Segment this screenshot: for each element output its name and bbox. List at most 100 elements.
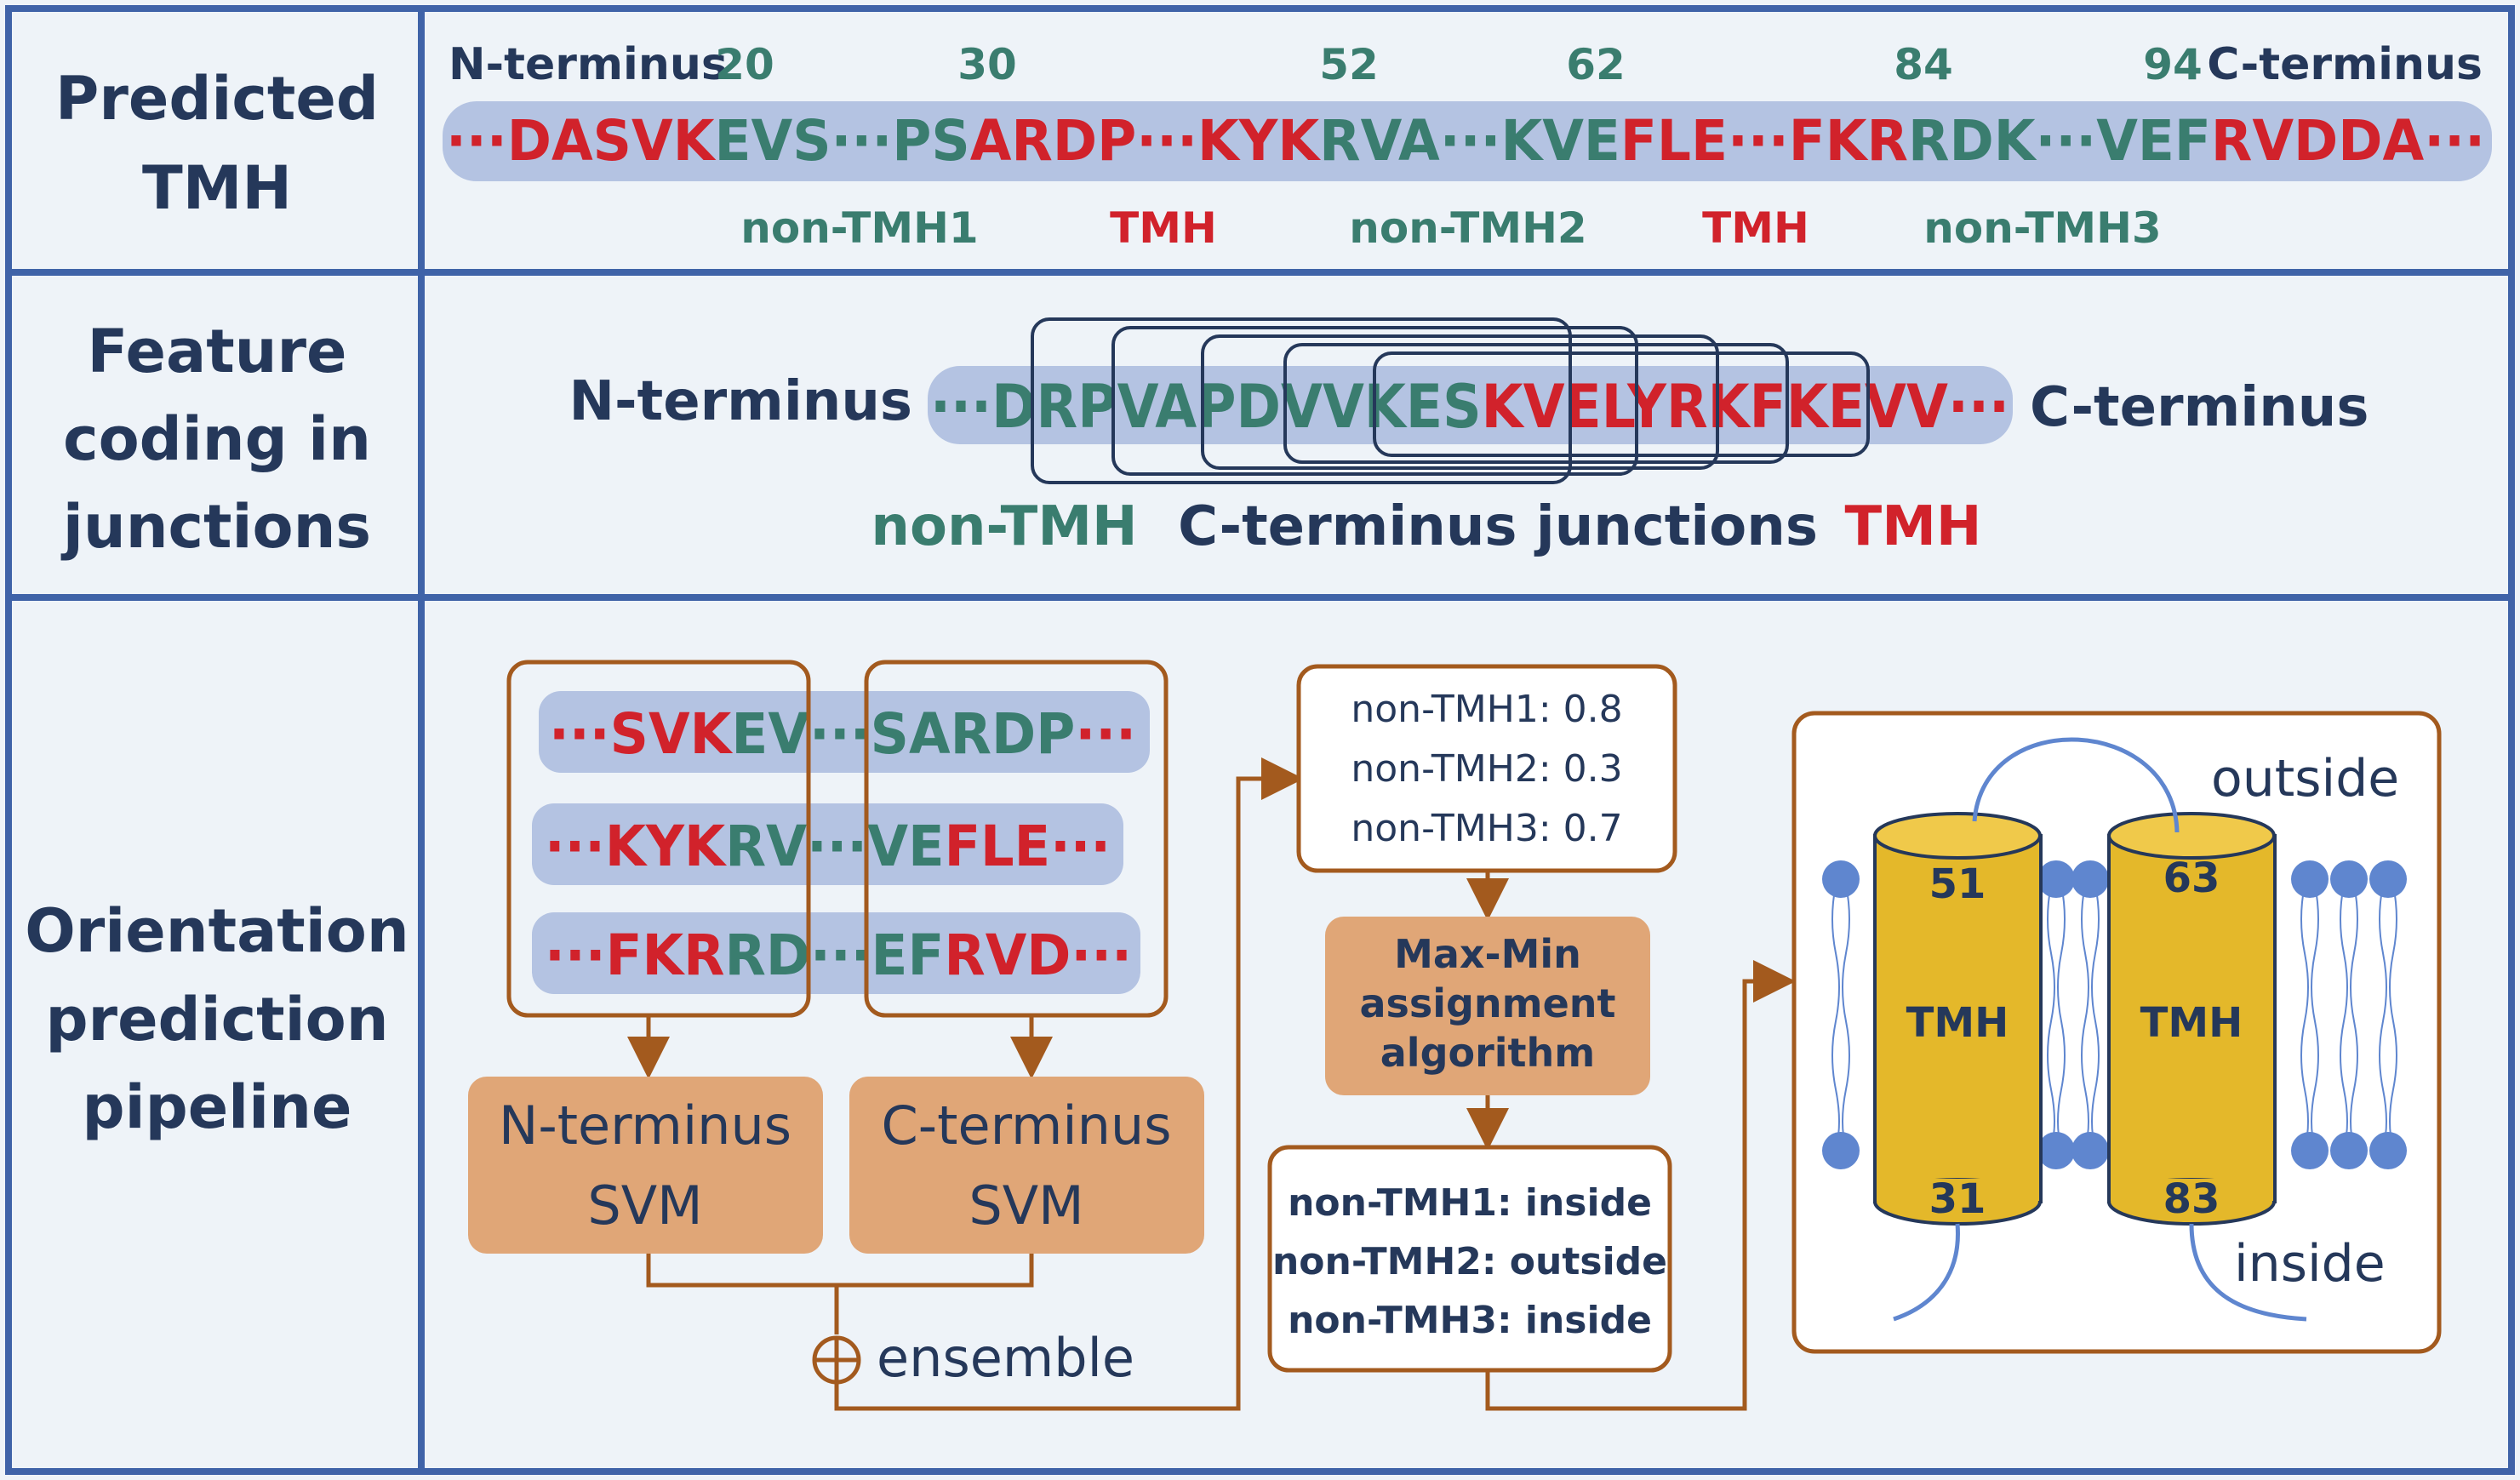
lipid-tail [2350, 884, 2358, 1150]
lipid-tail [2091, 884, 2100, 1150]
feature-sequence: ···DRPVAPDVVKESKVELYRKFKEVV··· [930, 372, 2009, 442]
sequence-segment: ARDP···KYK [970, 108, 1322, 174]
junction-window [1111, 326, 1638, 476]
c-tail [2189, 1223, 2307, 1322]
row1-label-line1: Predicted [55, 64, 379, 134]
c-terminus-svm-box [849, 1077, 1204, 1254]
outside-loop [1972, 737, 2180, 833]
pipeline-row-pill [539, 691, 1150, 773]
score-line: non-TMH1: 0.8 [1351, 688, 1622, 731]
lipid-head [2369, 1132, 2407, 1169]
sequence-segment: KVELYRKFKEVV··· [1482, 372, 2009, 442]
outer-frame [5, 5, 2515, 1475]
ensemble-label: ensemble [877, 1327, 1134, 1389]
row2-label-line3: junctions [60, 492, 371, 562]
residue-span: RD··· [724, 923, 871, 988]
sequence-rows: ···SVKEV···SARDP··· ···KYKRV···VEFLE··· … [532, 691, 1150, 994]
assignments-box [1267, 1145, 1672, 1373]
max-min-algorithm-box [1325, 917, 1650, 1095]
lipid-head [2037, 1132, 2075, 1169]
score-line: non-TMH2: 0.3 [1351, 747, 1622, 791]
position-label: 52 [1319, 40, 1379, 89]
segment-label: non-TMH3 [1923, 203, 2161, 253]
segment-label: non-TMH1 [740, 203, 978, 253]
helix1-label: TMH [1906, 999, 2009, 1047]
residue-span: RVD··· [944, 923, 1132, 988]
n-terminus-svm-box [468, 1077, 823, 1254]
residue-span: ··· [1075, 701, 1136, 767]
feature-c-terminus: C-terminus [2030, 376, 2369, 439]
sequence-segment: RDK···VEF [1908, 108, 2211, 174]
residue-span: FLE··· [945, 814, 1111, 879]
position-label: 94 [2143, 40, 2203, 89]
pipeline-row-pill [532, 912, 1140, 994]
residue-span: EV··· [731, 701, 870, 767]
lipid-bilayer [1822, 860, 2407, 1169]
assignment-line: non-TMH2: outside [1272, 1240, 1667, 1283]
row1-label-line2: TMH [142, 153, 292, 223]
lipid-tail [2300, 884, 2309, 1150]
lipid-head [2291, 860, 2329, 898]
feature-non-tmh-label: non-TMH [871, 495, 1137, 558]
ensemble-symbol [812, 1335, 861, 1385]
lipid-tail [2081, 884, 2089, 1150]
helix2-bottom-position: 83 [2163, 1175, 2220, 1223]
sequence-segment: ···DASVK [446, 108, 717, 174]
c-svm-label-line2: SVM [969, 1174, 1083, 1237]
score-line: non-TMH3: 0.7 [1351, 807, 1622, 850]
lipid-tail [2057, 884, 2066, 1150]
lipid-tail [2340, 884, 2348, 1150]
helix2-label: TMH [2140, 999, 2243, 1047]
pipeline-sequence-row: ···KYKRV···VEFLE··· [545, 814, 1111, 879]
residue-span: ···FKR [545, 923, 724, 988]
helix2-top-position: 63 [2163, 854, 2220, 902]
assignment-line: non-TMH3: inside [1288, 1299, 1652, 1342]
segment-label: TMH [1702, 203, 1809, 253]
lipid-tail [2311, 884, 2319, 1150]
sequence-segment: FLE···FKR [1620, 108, 1908, 174]
sequence-segment: RVA···KVE [1319, 108, 1620, 174]
feature-n-terminus: N-terminus [569, 370, 912, 433]
segment-label: non-TMH2 [1349, 203, 1586, 253]
sequence-segment: EVS···PS [714, 108, 969, 174]
helix-2 [2107, 812, 2277, 1226]
segment-label: TMH [1110, 203, 1217, 253]
predicted-sequence: ···DASVKEVS···PSARDP···KYKRVA···KVEFLE··… [446, 108, 2485, 174]
scores-box [1296, 664, 1677, 873]
assignment-line: non-TMH1: inside [1288, 1181, 1652, 1225]
residue-span: RV··· [725, 814, 867, 879]
lipid-head [2369, 860, 2407, 898]
helix1-bottom-position: 31 [1929, 1175, 1986, 1223]
lipid-tail [2047, 884, 2055, 1150]
lipid-head [2071, 1132, 2109, 1169]
feature-tmh-label: TMH [1845, 495, 1982, 558]
junction-window [1373, 351, 1870, 457]
lipid-tail [2379, 884, 2387, 1150]
c-svm-label-line1: C-terminus [881, 1094, 1171, 1157]
residue-span: ···SVK [549, 701, 734, 767]
c-terminus-window [864, 660, 1169, 1018]
row3-label-line3: pipeline [83, 1072, 352, 1142]
sequence-segment: ···DRPVAPDVVKES [930, 372, 1482, 442]
row2-label-line1: Feature [88, 317, 347, 386]
row2-label-line2: coding in [63, 404, 371, 474]
lipid-head [1822, 860, 1860, 898]
lipid-tail [1831, 884, 1840, 1150]
row3-label-line2: prediction [45, 985, 388, 1054]
residue-span: VE [867, 814, 945, 879]
lipid-tail [1842, 884, 1850, 1150]
pipeline-row-pill [532, 803, 1123, 885]
arrow-to-membrane [1485, 960, 1796, 1411]
algorithm-label-line3: algorithm [1380, 1030, 1595, 1076]
arrow-to-scores [834, 757, 1304, 1411]
residue-span: EF [871, 923, 945, 988]
inside-label: inside [2234, 1234, 2386, 1294]
position-label: 30 [957, 40, 1017, 89]
residue-span: ···KYK [545, 814, 728, 879]
sequence-segment: RVDDA··· [2211, 108, 2485, 174]
lipid-head [2071, 860, 2109, 898]
n-tail [1893, 1223, 1960, 1322]
n-svm-label-line2: SVM [587, 1174, 702, 1237]
residue-span: SARDP [871, 701, 1076, 767]
